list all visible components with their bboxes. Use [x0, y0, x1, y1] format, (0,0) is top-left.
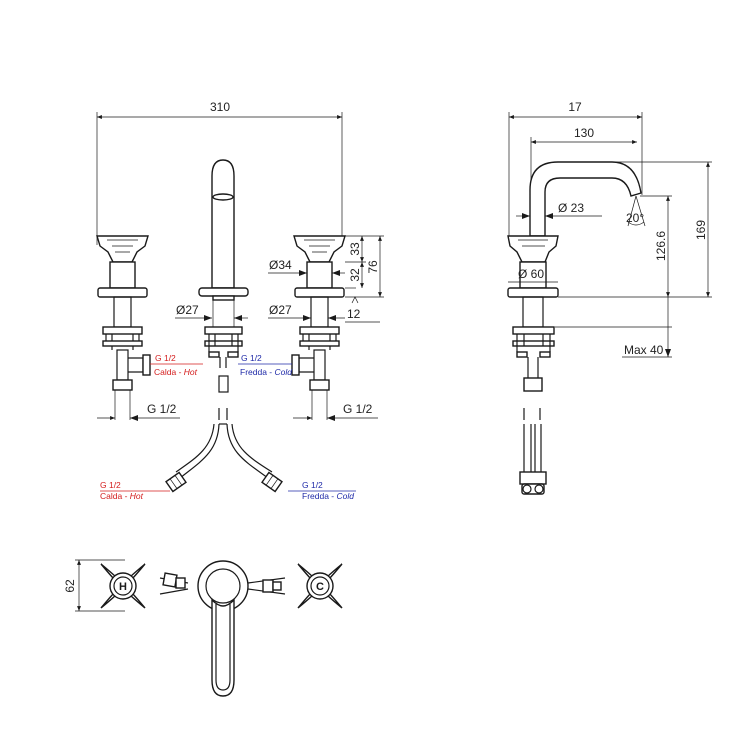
- cold-letter: C: [316, 581, 324, 593]
- hose-hot-thread-label: G 1/2: [100, 480, 121, 490]
- dimension-62-label: 62: [63, 579, 77, 593]
- dimension-33-label: 33: [348, 242, 362, 256]
- diameter-27-right-label: Ø27: [269, 303, 292, 317]
- angle-20-label: 20°: [626, 211, 644, 225]
- spout-front: Ø27: [175, 159, 249, 393]
- front-view: 310 G 1/2 G 1/2 C: [96, 100, 384, 421]
- dimension-12-label: 12: [347, 307, 361, 321]
- max-40-label: Max 40: [624, 343, 664, 357]
- dimension-310-label: 310: [210, 100, 230, 114]
- diameter-60-label: Ø 60: [518, 267, 544, 281]
- diameter-23-label: Ø 23: [558, 201, 584, 215]
- hot-handle-front: G 1/2: [96, 235, 180, 421]
- diameter-27-left-label: Ø27: [176, 303, 199, 317]
- dimension-32-label: 32: [348, 268, 362, 282]
- hot-cross-handle: H: [100, 563, 146, 609]
- hose-cold-label: Fredda - Cold: [302, 491, 354, 501]
- dimension-126-6-label: 126.6: [654, 231, 668, 261]
- dimension-76-label: 76: [366, 260, 380, 274]
- cold-inlet-label: G 1/2 Fredda - Cold: [238, 353, 292, 377]
- cold-cross-handle: C: [297, 563, 343, 609]
- side-view: 17 130 Ø 23 Ø 60 20° 126.6 169: [507, 100, 712, 495]
- cold-handle-front: G 1/2 Ø34 Ø27: [268, 235, 378, 421]
- height-dimensions: 33 32 76 12: [345, 235, 384, 323]
- cold-thread-label: G 1/2: [241, 353, 262, 363]
- hot-inlet-label: G 1/2 Calda - Hot: [150, 353, 203, 377]
- dimension-17-label: 17: [568, 100, 582, 114]
- diameter-34-label: Ø34: [269, 258, 292, 272]
- dimension-169-label: 169: [694, 220, 708, 240]
- thread-left-label: G 1/2: [147, 402, 177, 416]
- dimension-130-label: 130: [574, 126, 594, 140]
- flexible-hoses: G 1/2 Calda - Hot G 1/2 Fredda - Cold: [100, 408, 356, 501]
- top-view: 62 H C: [63, 559, 343, 697]
- dimension-310: 310: [96, 100, 343, 245]
- hot-letter: H: [119, 581, 127, 593]
- hot-label: Calda - Hot: [154, 367, 198, 377]
- hose-hot-label: Calda - Hot: [100, 491, 144, 501]
- cold-label: Fredda - Cold: [240, 367, 292, 377]
- thread-right-label: G 1/2: [343, 402, 373, 416]
- hose-cold-thread-label: G 1/2: [302, 480, 323, 490]
- hot-thread-label: G 1/2: [155, 353, 176, 363]
- spout-top: [197, 560, 249, 697]
